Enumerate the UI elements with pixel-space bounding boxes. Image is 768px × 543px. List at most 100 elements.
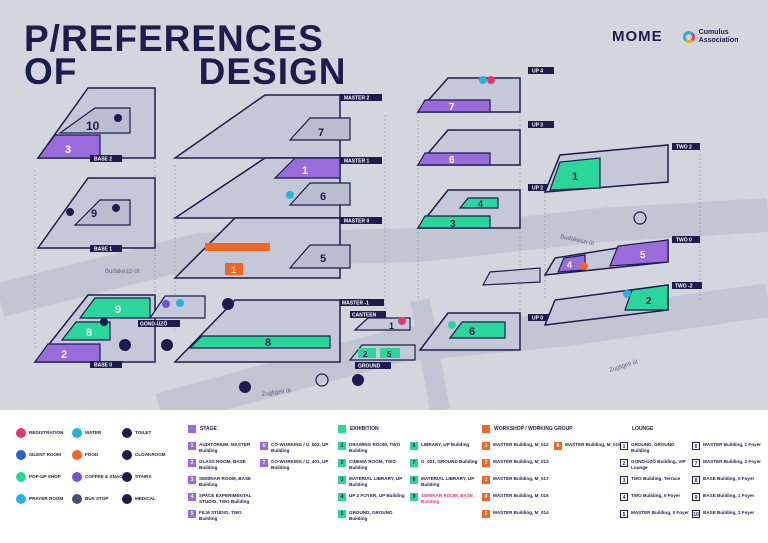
workshop-item-number: 1	[482, 442, 490, 450]
master-1-room-8[interactable]	[188, 335, 331, 349]
silent-room-icon	[16, 450, 26, 460]
toilet-icon	[122, 428, 132, 438]
budakeszi-road	[0, 198, 768, 317]
bus-stop-icon[interactable]	[315, 373, 329, 387]
exhibition-item-label: G_001, GROUND Building	[421, 459, 478, 464]
level-label-master-1: MASTER -1	[342, 301, 369, 307]
stage-item-number: 4	[188, 493, 196, 501]
lounge-item-label: GROUND, GROUND Building	[631, 442, 675, 453]
exhibition-item-number: 9	[410, 493, 418, 501]
arrow-icon	[161, 339, 173, 351]
up3-num-6: 6	[449, 155, 455, 166]
level-label-up0: UP 0	[532, 316, 543, 322]
up2-room-4[interactable]	[458, 197, 499, 209]
canteen-num-1: 1	[389, 321, 394, 331]
exhibition-item-label: UP 2 FOYER, UP Building	[349, 493, 405, 498]
workshop-item-label: MASTER Building, M_015	[565, 442, 621, 447]
page-title: P/REFERENCES OF DESIGN	[24, 20, 347, 90]
exhibition-item-label: SEMINAR ROOM, BASE Building	[421, 493, 474, 504]
stage-item-number: 3	[188, 476, 196, 484]
ground-building: CANTEEN 1 2 5 GROUND	[348, 311, 416, 370]
exhibition-item-number: 8	[410, 476, 418, 484]
cumulus-association: Association	[698, 36, 739, 44]
up2-num-3: 3	[450, 219, 456, 230]
up2-room-3[interactable]	[416, 215, 491, 229]
legend-icon-label: PRAYER ROOM	[29, 496, 64, 501]
canteen-floor[interactable]	[353, 317, 411, 331]
lounge-item-label: BASE Building, 2 Foyer	[703, 510, 755, 515]
up4-room-7[interactable]	[416, 99, 491, 113]
up0-room-6[interactable]	[448, 321, 506, 339]
legend-icon-label: POP-UP SHOP	[29, 474, 61, 479]
exhibition-item-number: 5	[338, 510, 346, 518]
two2-room-1[interactable]	[549, 157, 601, 191]
water-icon[interactable]	[176, 299, 184, 307]
two2-num-1: 1	[572, 171, 578, 183]
bus-stop-icon[interactable]	[633, 211, 647, 225]
lounge-item-label: TWO Building, 0 Foyer	[631, 493, 681, 498]
toilet-icon[interactable]	[114, 114, 122, 122]
toilet-icon[interactable]	[100, 318, 108, 326]
water-icon[interactable]	[479, 76, 487, 84]
base0-room-8[interactable]	[60, 321, 111, 341]
legend-icon-label: CLOAKROOM	[135, 452, 166, 457]
arrow-icon	[119, 339, 131, 351]
two0-num-4: 4	[567, 260, 572, 270]
registration-icon[interactable]	[398, 317, 406, 325]
exhibition-item-label: GROUND, GROUND Building	[349, 510, 393, 521]
legend-icon-label: WATER	[85, 430, 102, 435]
base0-room-9[interactable]	[78, 297, 151, 319]
exhibition-item-number: 1	[338, 442, 346, 450]
exhibition-header: EXHIBITION	[350, 426, 379, 432]
level-label-up2: UP 2	[532, 186, 543, 192]
level-label-up4: UP 4	[532, 69, 543, 75]
exhibition-item-label: LIBRARY, UP Building	[421, 442, 470, 447]
legend-icon-label: REGISTRATION	[29, 430, 64, 435]
lounge-item-label: MASTER Building, 0 Foyer	[631, 510, 689, 515]
lounge-item-number: 8	[692, 476, 700, 484]
legend-icon-label: BUS STOP	[85, 496, 109, 501]
lounge-item-number: 2	[620, 459, 628, 467]
master1-num-1: 1	[302, 165, 308, 177]
registration-icon[interactable]	[487, 76, 495, 84]
map-pins	[66, 76, 647, 393]
base2-num-10: 10	[86, 119, 100, 133]
two-2-num-2: 2	[646, 296, 652, 307]
level-label-ground: GROUND	[358, 364, 381, 370]
two0-room-4[interactable]	[557, 254, 586, 273]
workshop-header: WORKSHOP / WORKING GROUP	[494, 426, 573, 432]
base0-room-2[interactable]	[33, 343, 101, 363]
up3-room-6[interactable]	[416, 152, 491, 166]
stage-header-marker	[188, 425, 196, 433]
up2-num-4: 4	[478, 199, 483, 209]
cumulus-ring-icon	[682, 30, 695, 43]
lounge-item-label: GOND-ÜZŐ Building, VIP Lounge	[631, 459, 686, 470]
food-icon[interactable]	[580, 262, 588, 270]
two0-room-5[interactable]	[609, 239, 669, 267]
water-icon	[72, 428, 82, 438]
base-building: 10 3 BASE 2 9 BASE 1 9 8 2 BASE 0 GOND-Ü…	[33, 87, 206, 369]
mome-logo: MOME	[612, 28, 663, 45]
water-icon[interactable]	[623, 290, 631, 298]
stairs-icon[interactable]	[66, 208, 74, 216]
exhibition-item-number: 3	[338, 476, 346, 484]
coffee-icon	[72, 472, 82, 482]
bus-stop-icon	[72, 494, 82, 504]
workshop-item-label: MASTER Building, M_013	[493, 459, 549, 464]
pop-up-shop-icon[interactable]	[448, 321, 456, 329]
legend-icon-label: COFFEE & SNACK	[85, 474, 126, 479]
exhibition-item-number: 7	[410, 459, 418, 467]
stage-item-label: GLASS ROOM, BASE Building	[199, 459, 246, 470]
water-icon[interactable]	[286, 191, 294, 199]
exhibition-item-number: 4	[338, 493, 346, 501]
workshop-item-label: MASTER Building, M_014	[493, 510, 549, 515]
toilet-icon[interactable]	[112, 204, 120, 212]
gond-uzo-floor[interactable]	[148, 295, 206, 319]
base2-room-3[interactable]	[36, 134, 101, 159]
base1-num-9: 9	[91, 208, 97, 220]
level-label-two0: TWO 0	[676, 238, 692, 244]
lounge-item-number: 7	[692, 459, 700, 467]
coffee-icon[interactable]	[162, 300, 170, 308]
food-icon	[72, 450, 82, 460]
